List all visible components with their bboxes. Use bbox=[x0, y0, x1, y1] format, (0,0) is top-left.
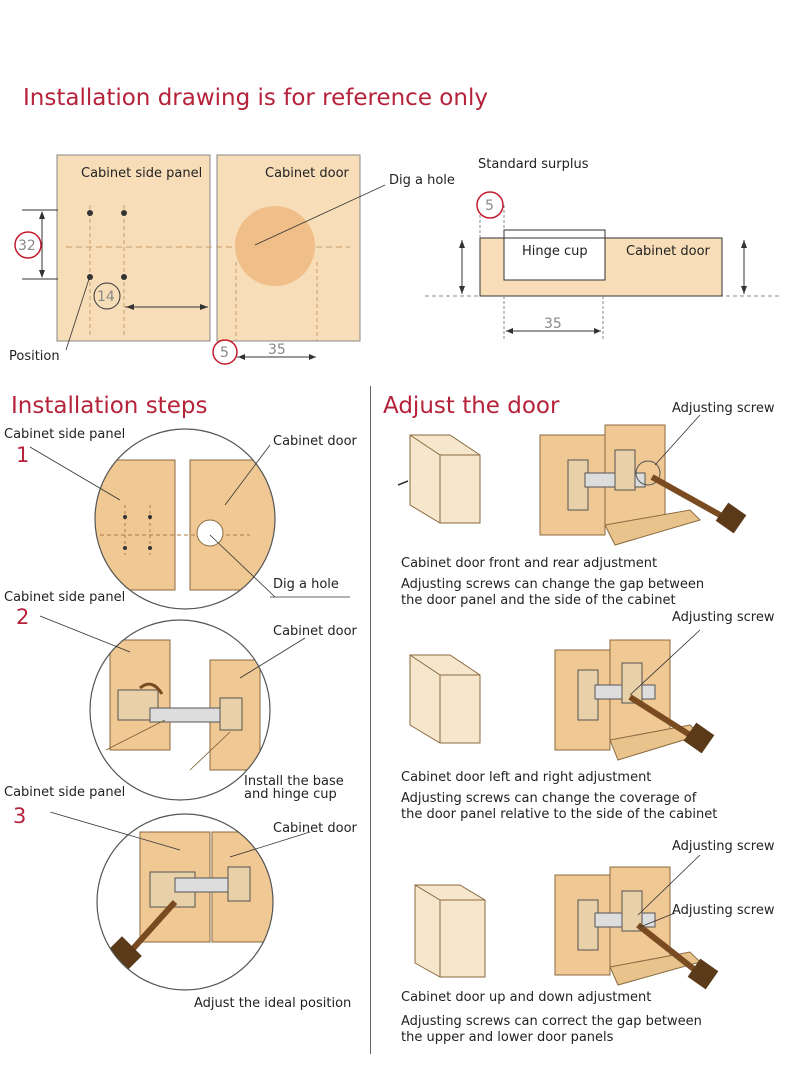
s2-side-label: Cabinet side panel bbox=[4, 590, 126, 605]
s3-side-label: Cabinet side panel bbox=[4, 785, 126, 800]
s2-note-l1: Install the base bbox=[244, 774, 344, 789]
a2-line-1: Adjusting screws can change the coverage… bbox=[401, 791, 697, 806]
label-hinge-cup: Hinge cup bbox=[522, 244, 588, 259]
a3-screw2-label: Adjusting screw bbox=[672, 903, 775, 918]
a3-line-2: the upper and lower door panels bbox=[401, 1030, 614, 1045]
adjust-2-illustration bbox=[409, 629, 715, 761]
a1-line-2: the door panel and the side of the cabin… bbox=[401, 593, 676, 608]
label-dig-hole: Dig a hole bbox=[389, 173, 455, 188]
s3-door-label: Cabinet door bbox=[273, 821, 357, 836]
a2-screw-label: Adjusting screw bbox=[672, 610, 775, 625]
label-door: Cabinet door bbox=[265, 166, 349, 181]
step-1-illustration bbox=[29, 428, 350, 610]
dim-35: 35 bbox=[268, 342, 286, 358]
side-panel-rect bbox=[56, 154, 211, 342]
step-3-illustration bbox=[49, 812, 311, 991]
a2-line-2: the door panel relative to the side of t… bbox=[401, 807, 718, 822]
s3-note: Adjust the ideal position bbox=[194, 996, 352, 1011]
label-surplus: Standard surplus bbox=[478, 157, 589, 172]
steps-heading: Installation steps bbox=[11, 393, 208, 419]
a3-line-1: Adjusting screws can correct the gap bet… bbox=[401, 1014, 702, 1029]
hinge-hole bbox=[235, 206, 315, 286]
step-2-number: 2 bbox=[16, 605, 30, 629]
a1-screw-label: Adjusting screw bbox=[672, 401, 775, 416]
label-side-panel: Cabinet side panel bbox=[81, 166, 203, 181]
step-2-illustration bbox=[39, 615, 306, 801]
a1-title: Cabinet door front and rear adjustment bbox=[401, 556, 658, 571]
a2-title: Cabinet door left and right adjustment bbox=[401, 770, 652, 785]
section-divider bbox=[370, 386, 371, 1054]
adjust-heading: Adjust the door bbox=[383, 393, 560, 419]
a3-title: Cabinet door up and down adjustment bbox=[401, 990, 652, 1005]
adjust-3-illustration bbox=[414, 855, 719, 990]
step-1-number: 1 bbox=[16, 443, 30, 467]
a3-screw-label: Adjusting screw bbox=[672, 839, 775, 854]
a1-line-1: Adjusting screws can change the gap betw… bbox=[401, 577, 705, 592]
adjust-1-illustration bbox=[397, 415, 747, 546]
label-door-right: Cabinet door bbox=[626, 244, 710, 259]
s2-door-label: Cabinet door bbox=[273, 624, 357, 639]
s1-door-label: Cabinet door bbox=[273, 434, 357, 449]
step-3-number: 3 bbox=[13, 804, 27, 828]
s1-side-label: Cabinet side panel bbox=[4, 427, 126, 442]
s1-note: Dig a hole bbox=[273, 577, 339, 592]
page-title: Installation drawing is for reference on… bbox=[23, 85, 488, 111]
dim-35b: 35 bbox=[544, 316, 562, 332]
label-position: Position bbox=[9, 349, 60, 364]
top-drawing: 32 14 5 35 5 35 bbox=[14, 154, 780, 365]
s2-note-l2: and hinge cup bbox=[244, 787, 337, 802]
